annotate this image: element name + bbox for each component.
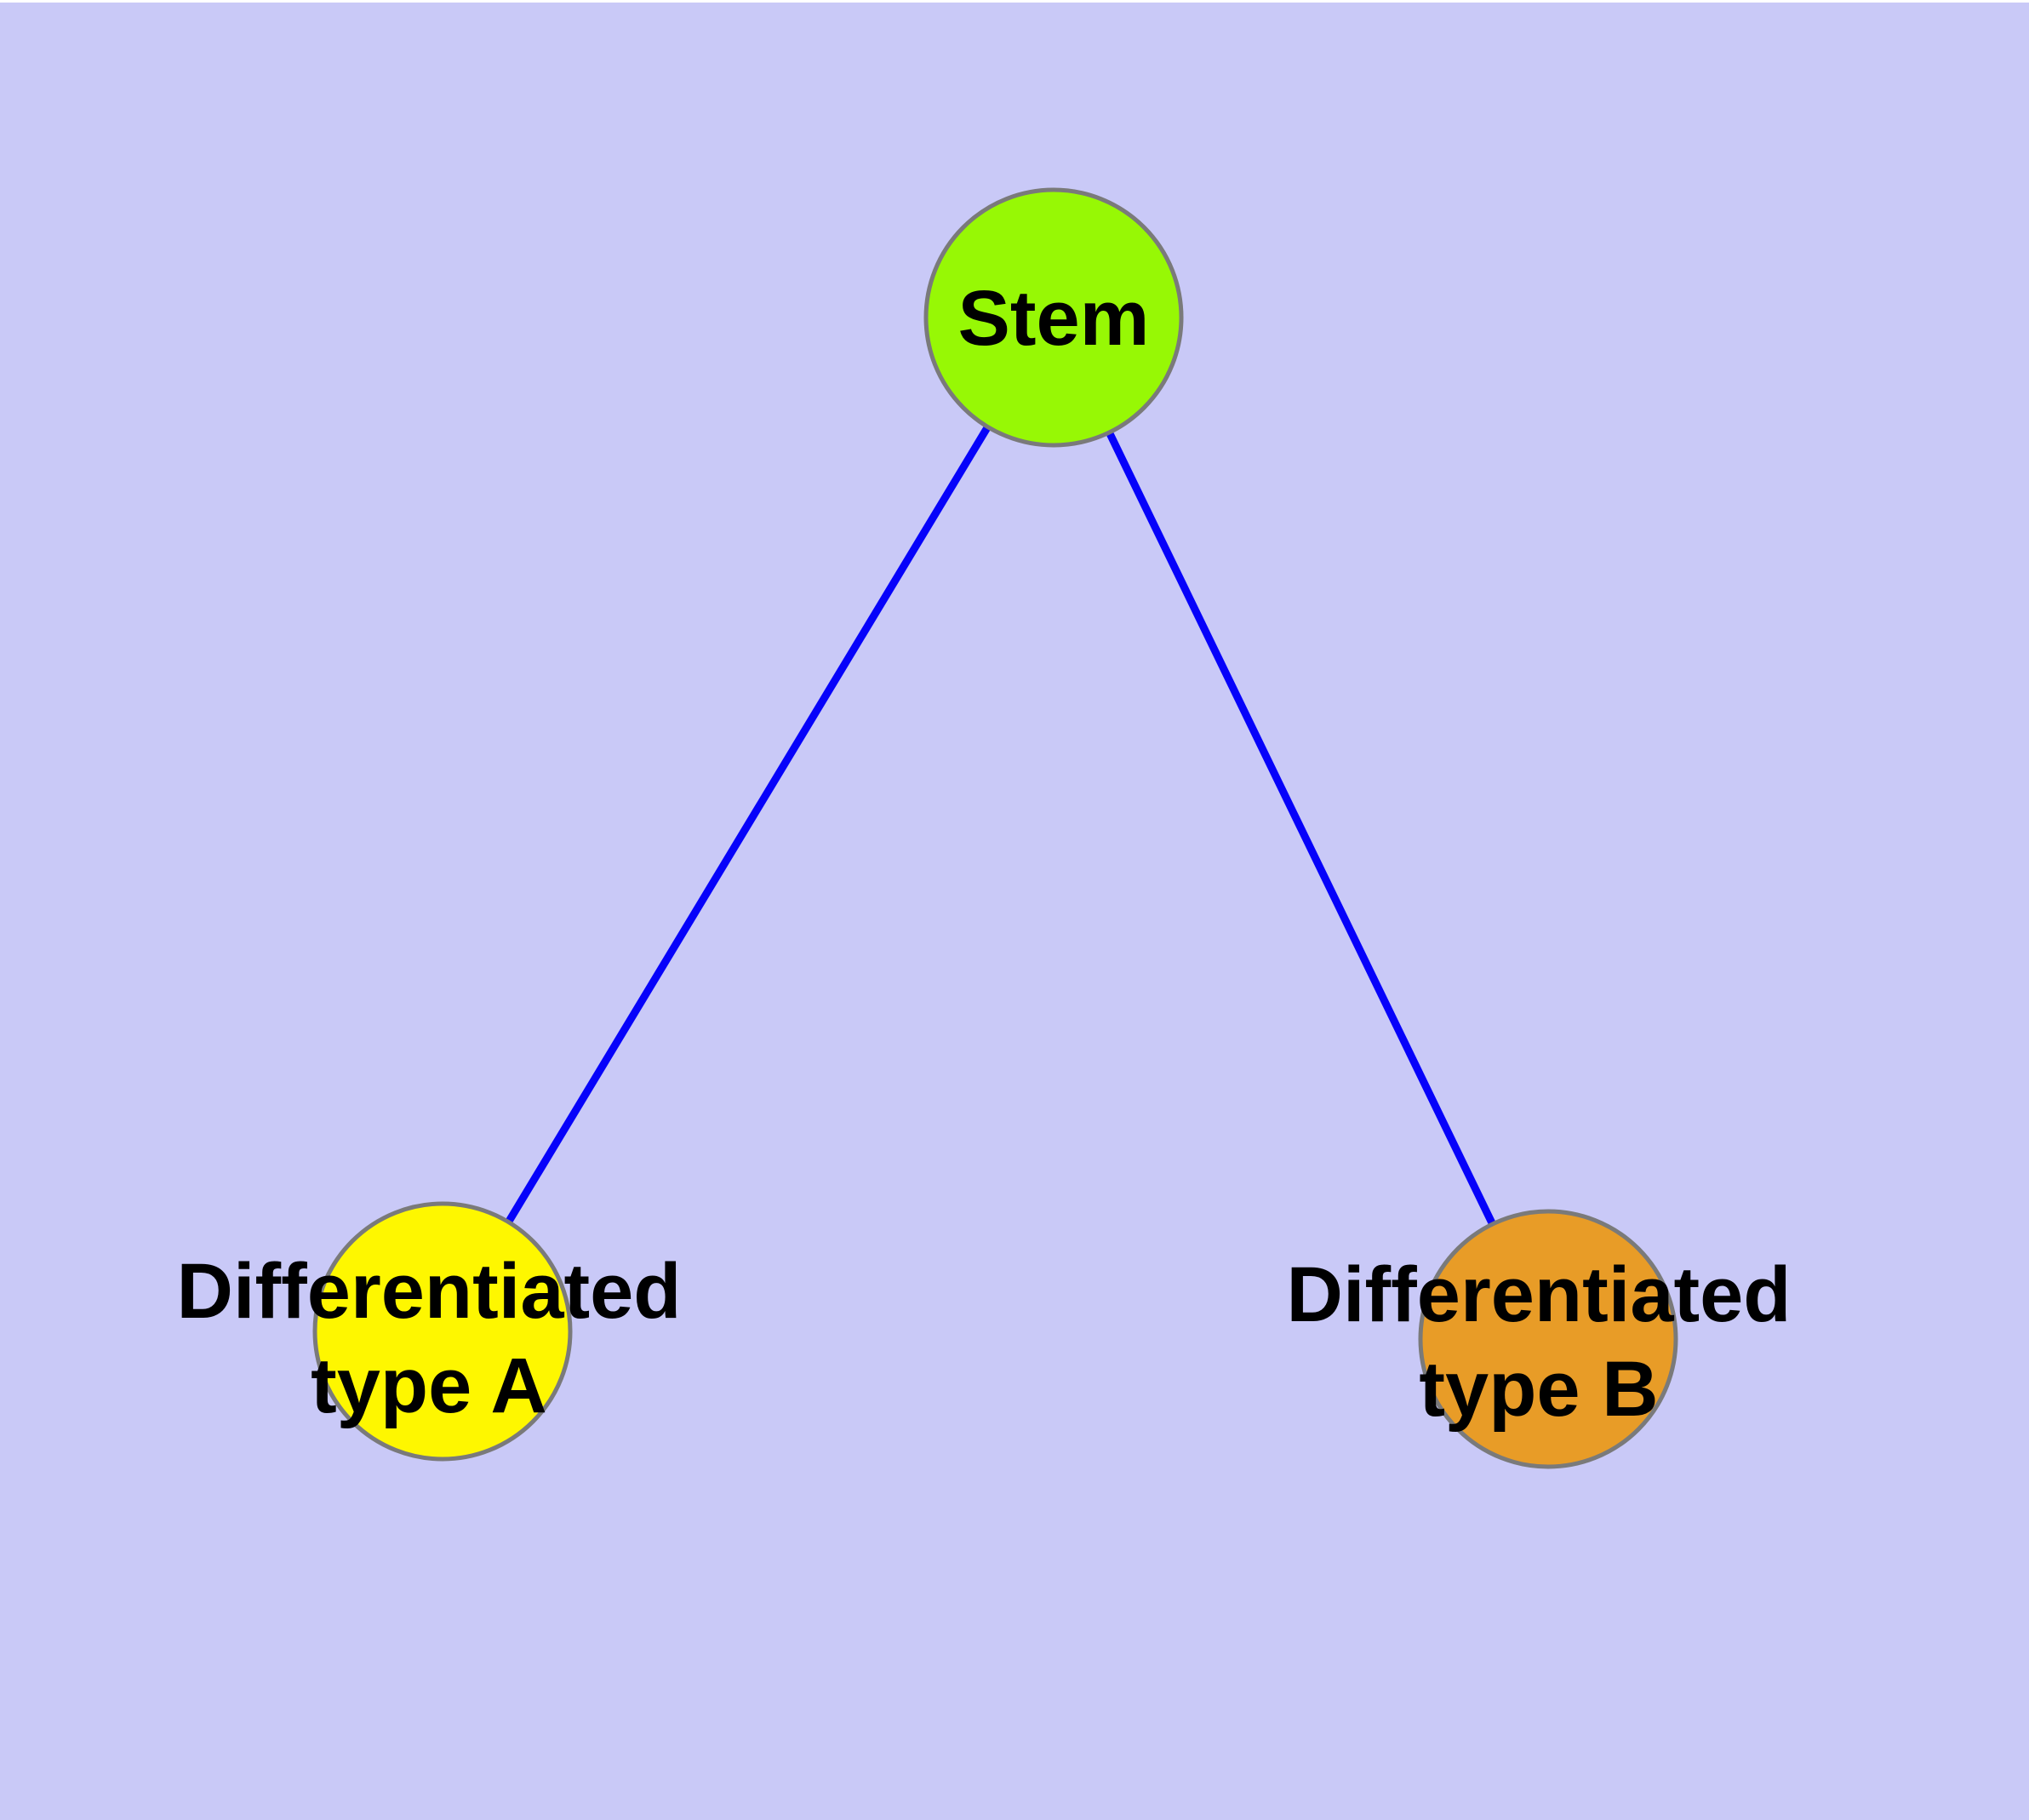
top-edge-strip	[0, 0, 2029, 3]
node-type-b-label-line2: type B	[1419, 1346, 1658, 1433]
node-type-a-label-line1: Differentiated	[177, 1248, 682, 1335]
edge-stem-to-type-b	[1049, 316, 1552, 1341]
node-stem-circle	[923, 187, 1184, 448]
edge-stem-to-type-a	[439, 315, 1057, 1334]
node-type-a-label-line2: type A	[311, 1342, 547, 1429]
node-type-b-label-line1: Differentiated	[1287, 1251, 1792, 1338]
node-differentiated-type-b: Differentiated type B	[1287, 1209, 1792, 1469]
node-type-a-circle	[312, 1201, 573, 1462]
edge-group	[439, 315, 1552, 1341]
node-stem-label: Stem	[958, 275, 1150, 362]
node-differentiated-type-a: Differentiated type A	[177, 1201, 682, 1462]
node-type-b-circle	[1418, 1209, 1678, 1469]
node-stem: Stem	[923, 187, 1184, 448]
